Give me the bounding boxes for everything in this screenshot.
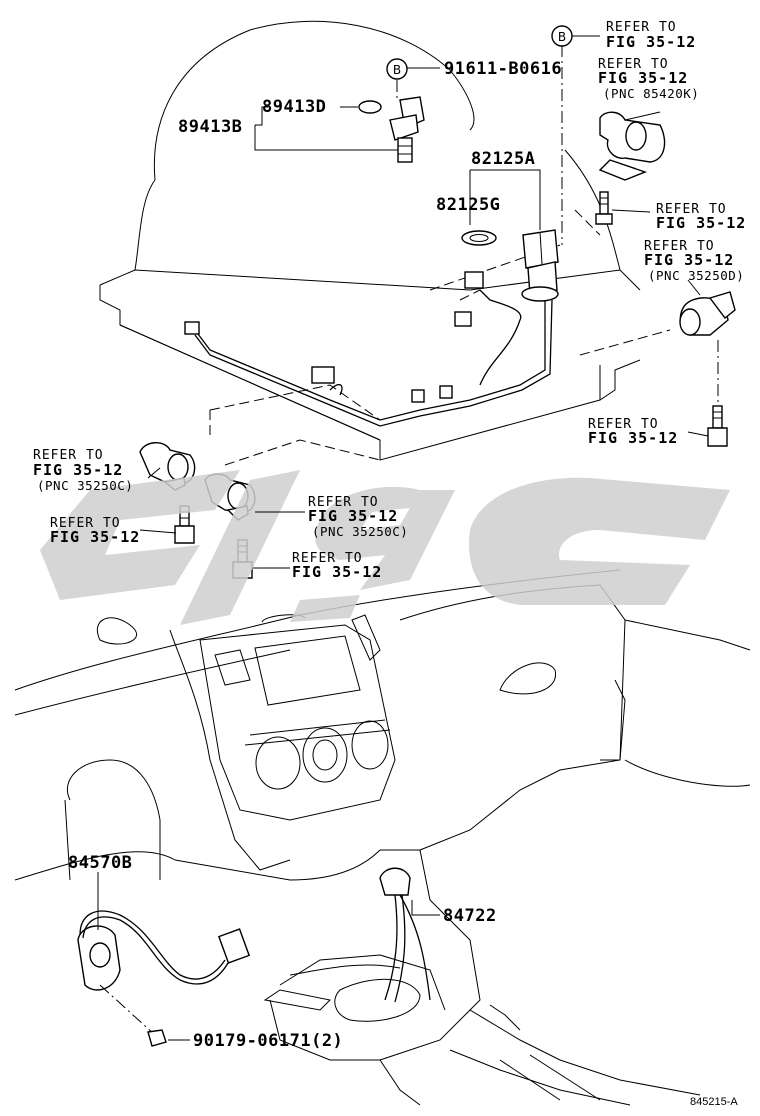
refer-to-label: REFER TO xyxy=(33,448,104,463)
b-circle-icon: B xyxy=(551,25,573,47)
label-91611-B0616: 91611-B0616 xyxy=(444,59,562,79)
svg-text:B: B xyxy=(393,63,401,77)
fig-reference: FIG 35-12 xyxy=(292,563,382,581)
fig-reference: FIG 35-12 xyxy=(606,33,696,51)
bolt-icon xyxy=(707,405,728,447)
pnc-reference: (PNC 35250C) xyxy=(37,478,133,493)
refer-to-label: REFER TO xyxy=(588,417,659,432)
pnc-reference: (PNC 85420K) xyxy=(603,86,699,101)
fig-reference: FIG 35-12 xyxy=(308,507,398,525)
label-82125A: 82125A xyxy=(471,149,535,169)
refer-to-label: REFER TO xyxy=(308,495,379,510)
sensor-35250D xyxy=(679,291,736,336)
refer-to-label: REFER TO xyxy=(606,20,677,35)
watermark-logo xyxy=(40,470,730,625)
connector-icon xyxy=(411,389,425,403)
o-ring-82125G xyxy=(461,230,497,246)
shift-lever-84722 xyxy=(379,867,431,1003)
switch-84570B xyxy=(77,910,251,991)
bracket-sensor-85420K xyxy=(598,111,666,181)
connector-icon xyxy=(454,311,472,327)
fig-reference: FIG 35-12 xyxy=(33,461,123,479)
leader-lines xyxy=(97,35,709,1041)
refer-to-label: REFER TO xyxy=(598,57,669,72)
fig-reference: FIG 35-12 xyxy=(656,214,746,232)
pnc-reference: (PNC 35250D) xyxy=(648,268,744,283)
label-82125G: 82125G xyxy=(436,195,500,215)
label-89413B: 89413B xyxy=(178,117,242,137)
connector-icon xyxy=(464,271,484,289)
refer-to-label: REFER TO xyxy=(50,516,121,531)
sensor-89413B xyxy=(389,96,425,163)
bolt-icon xyxy=(147,1029,167,1047)
fig-reference: FIG 35-12 xyxy=(50,528,140,546)
diagram-id: 845215-A xyxy=(690,1096,738,1108)
gasket-89413D xyxy=(358,100,382,114)
b-circle-icon: B xyxy=(386,58,408,80)
pnc-reference: (PNC 35250C) xyxy=(312,524,408,539)
refer-to-label: REFER TO xyxy=(644,239,715,254)
label-84570B: 84570B xyxy=(68,853,132,873)
dashboard-outline xyxy=(14,569,751,1106)
sensor-82125A xyxy=(521,229,559,302)
label-90179-06171: 90179-06171(2) xyxy=(193,1031,343,1051)
fig-reference: FIG 35-12 xyxy=(644,251,734,269)
label-84722: 84722 xyxy=(443,906,497,926)
svg-text:B: B xyxy=(558,30,566,44)
fig-reference: FIG 35-12 xyxy=(598,69,688,87)
wire-harness xyxy=(184,271,553,427)
body-outline xyxy=(99,20,671,466)
label-89413D: 89413D xyxy=(262,97,326,117)
connector-icon xyxy=(439,385,453,399)
callout-labels: 89413D 89413B 91611-B0616 82125A 82125G … xyxy=(33,20,746,1108)
refer-to-label: REFER TO xyxy=(656,202,727,217)
connector-icon xyxy=(184,321,200,335)
fig-reference: FIG 35-12 xyxy=(588,429,678,447)
connector-icon xyxy=(217,928,251,964)
refer-to-label: REFER TO xyxy=(292,551,363,566)
bolt-icon xyxy=(595,191,613,225)
connector-icon xyxy=(311,366,335,384)
